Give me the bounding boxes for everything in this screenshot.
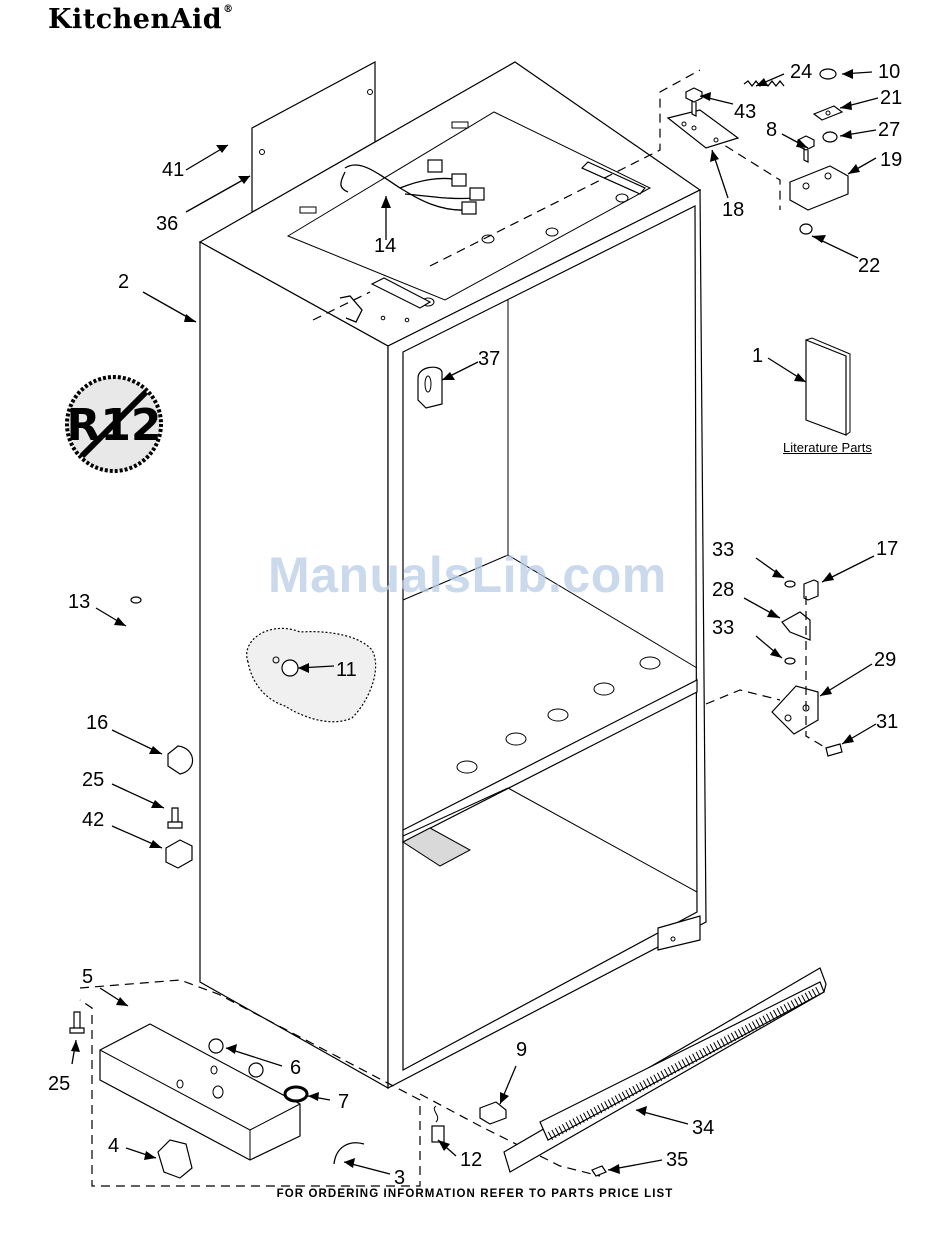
- bracket-37: [418, 367, 442, 408]
- hinge-29: [772, 686, 818, 734]
- screw-31: [826, 744, 842, 756]
- hinge-plate-18: [668, 110, 738, 148]
- callout-11: 11: [336, 659, 357, 681]
- callout-8: 8: [766, 119, 777, 141]
- callout-19: 19: [880, 149, 902, 171]
- callout-27: 27: [878, 119, 900, 141]
- leveler-4: [158, 1140, 192, 1178]
- nut-42: [166, 840, 192, 868]
- screw-8: [798, 136, 814, 162]
- callout-4: 4: [108, 1135, 119, 1157]
- callout-2: 2: [118, 271, 129, 293]
- callout-25: 25: [82, 769, 104, 791]
- callout-25b: 25: [48, 1073, 70, 1095]
- literature-parts-label: Literature Parts: [783, 440, 872, 455]
- callout-24: 24: [790, 61, 812, 83]
- plug-11: [282, 660, 298, 676]
- literature-booklet: [806, 340, 846, 435]
- callout-37: 37: [478, 348, 500, 370]
- callout-13: 13: [68, 591, 90, 613]
- bottom-hinge-assembly: [706, 580, 842, 756]
- callout-6: 6: [290, 1057, 301, 1079]
- callout-5: 5: [82, 966, 93, 988]
- callout-3: 3: [394, 1167, 405, 1189]
- roller-6: [209, 1039, 223, 1053]
- clip-9: [480, 1102, 506, 1124]
- callout-18: 18: [722, 199, 744, 221]
- callout-34: 34: [692, 1117, 714, 1139]
- callout-9: 9: [516, 1039, 527, 1061]
- callout-35: 35: [666, 1149, 688, 1171]
- connector-12: [432, 1126, 444, 1142]
- footer-note: FOR ORDERING INFORMATION REFER TO PARTS …: [0, 1188, 950, 1200]
- callout-12: 12: [460, 1149, 482, 1171]
- callout-17: 17: [876, 538, 898, 560]
- screw-25b: [70, 1012, 84, 1033]
- watermark: ManualsLib.com: [268, 546, 667, 604]
- callout-16: 16: [86, 712, 108, 734]
- callout-28: 28: [712, 579, 734, 601]
- screw-25: [168, 808, 182, 828]
- callout-14: 14: [374, 235, 396, 257]
- callout-36: 36: [156, 213, 178, 235]
- callout-41: 41: [162, 159, 184, 181]
- callout-21: 21: [880, 87, 902, 109]
- hinge-19: [790, 166, 848, 210]
- callout-31: 31: [876, 711, 898, 733]
- callout-1: 1: [752, 345, 763, 367]
- base-rail-5: [100, 1024, 300, 1160]
- gasket-7: [285, 1087, 307, 1101]
- callout-10: 10: [878, 61, 900, 83]
- callout-43: 43: [734, 101, 756, 123]
- drain-tube-13: [136, 602, 192, 665]
- no-r12-badge: R12: [66, 377, 161, 471]
- callout-42: 42: [82, 809, 104, 831]
- callout-33: 33: [712, 539, 734, 561]
- callout-29: 29: [874, 649, 896, 671]
- clamp-16: [168, 746, 193, 774]
- callout-33b: 33: [712, 617, 734, 639]
- callout-7: 7: [338, 1091, 349, 1113]
- screw-35: [592, 1166, 606, 1176]
- callout-22: 22: [858, 255, 880, 277]
